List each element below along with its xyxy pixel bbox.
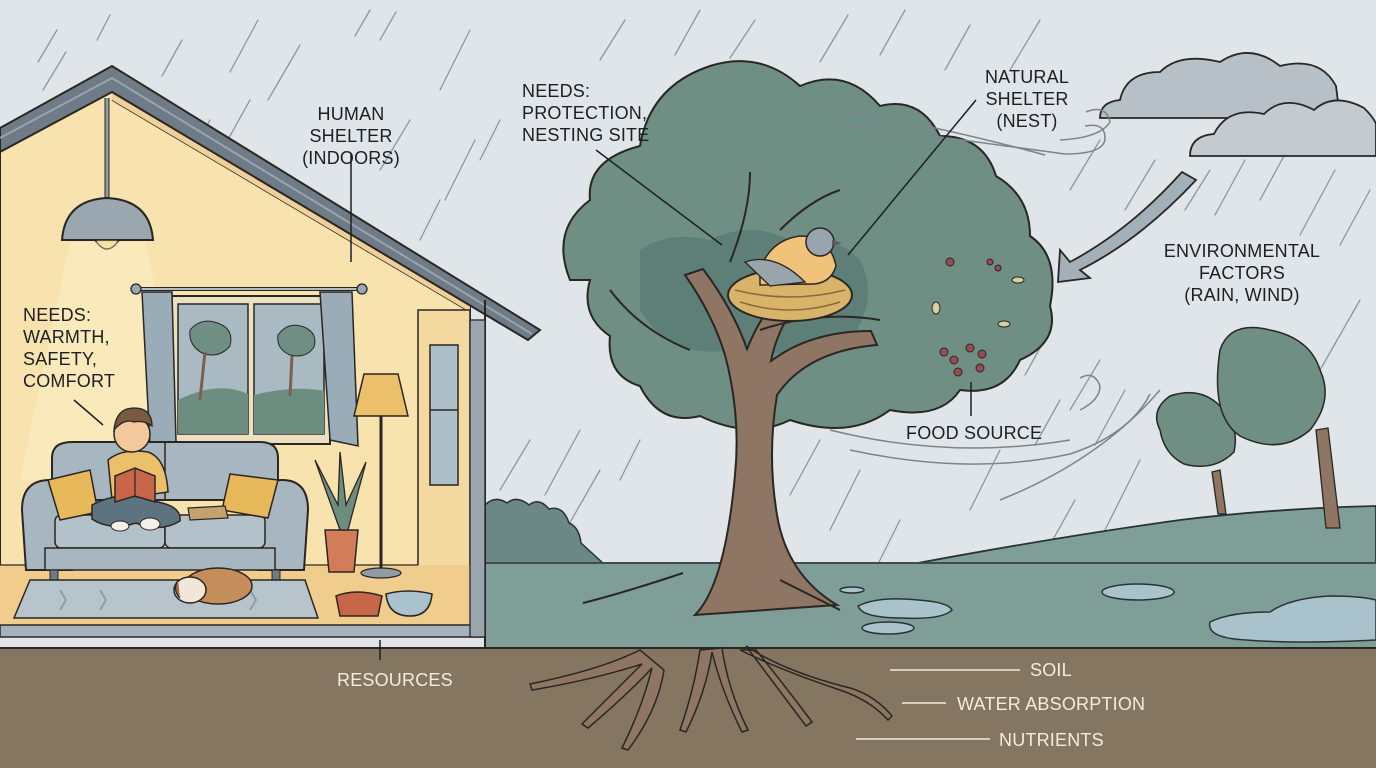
bird-needs-label: NEEDS: PROTECTION, NESTING SITE [522,81,650,145]
puddle-icon [839,583,1376,643]
sofa-icon [20,441,310,583]
roots-icon [529,645,894,751]
sleeping-dog-icon [173,567,253,605]
large-tree [562,60,1054,617]
bent-tree-icon [1155,326,1341,529]
child-reading-icon [91,407,181,532]
environmental-factors-label: ENVIRONMENTAL FACTORS (RAIN, WIND) [1163,241,1321,305]
resources-label: RESOURCES [337,670,453,690]
leader-lines-light [856,669,1020,740]
soil-label: SOIL [1030,660,1072,680]
food-source-label: FOOD SOURCE [906,423,1043,443]
water-bowl-icon [385,590,433,617]
nutrients-label: NUTRIENTS [999,730,1104,750]
human-shelter-label: HUMAN SHELTER (INDOORS) [302,104,400,168]
bushes [484,498,607,566]
window-icon [130,283,368,447]
rain-icon [37,9,1371,581]
rug-icon [12,579,320,619]
potted-plant-icon [314,451,367,573]
food-bowl-icon [335,591,383,617]
natural-shelter-label: NATURAL SHELTER (NEST) [984,67,1070,131]
floor-lamp-icon [353,373,409,579]
insect-icon [931,276,1025,328]
berries-icon [939,257,1002,377]
water-absorption-label: WATER ABSORPTION [957,694,1146,714]
wind-swirl-icon [814,104,1161,501]
rain-clouds-icon [1099,52,1376,157]
human-needs-label: NEEDS: WARMTH, SAFETY, COMFORT [23,305,116,391]
wind-arrow-icon [1057,170,1198,284]
leader-lines [73,99,977,660]
